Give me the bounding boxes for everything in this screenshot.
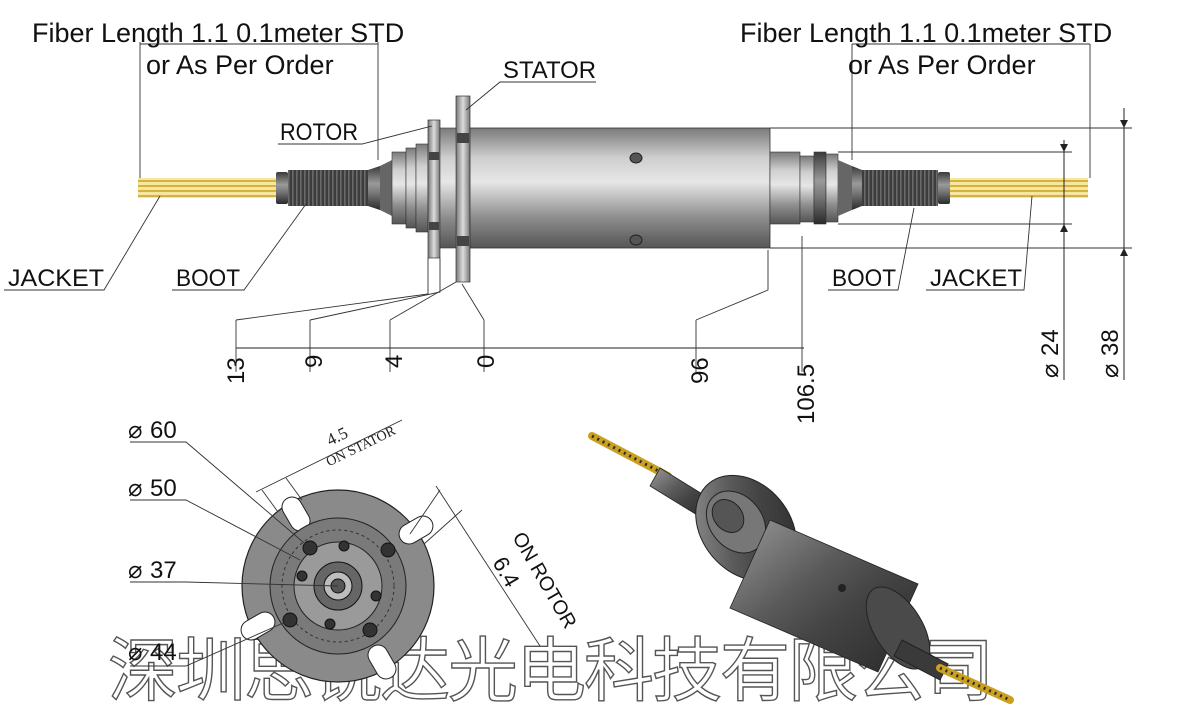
stator-label: STATOR bbox=[503, 57, 596, 84]
rotor-label: ROTOR bbox=[280, 119, 358, 146]
rotor-nut-left bbox=[391, 143, 429, 233]
dim-diameter-60: 60 bbox=[150, 417, 177, 444]
boot-left bbox=[276, 160, 392, 216]
end-view: ⌀ 60 ⌀ 50 ⌀ 37 ⌀ 44 4.5 ON STATOR 6.4 ON… bbox=[128, 417, 580, 683]
fiber-length-note-left-line1: Fiber Length 1.1 0.1meter STD bbox=[32, 18, 404, 48]
diameter-symbol-60: ⌀ bbox=[128, 417, 142, 444]
rotor-flange bbox=[427, 119, 441, 259]
rotor-nut-right bbox=[769, 151, 839, 225]
dim-diameter-38: 38 bbox=[1097, 329, 1124, 356]
dim-axial-0: 0 bbox=[473, 355, 500, 368]
diameter-symbol-38: ⌀ bbox=[1097, 364, 1124, 378]
boot-right bbox=[838, 160, 950, 216]
diameter-symbol-44: ⌀ bbox=[128, 639, 142, 666]
dim-diameter-44: 44 bbox=[150, 639, 177, 666]
jacket-label-right: JACKET bbox=[930, 265, 1022, 292]
dim-axial-4: 4 bbox=[381, 355, 408, 368]
diameter-symbol-24: ⌀ bbox=[1037, 364, 1064, 378]
jacket-label-left: JACKET bbox=[8, 265, 104, 292]
diameter-symbol-50: ⌀ bbox=[128, 475, 142, 502]
side-view: Fiber Length 1.1 0.1meter STD or As Per … bbox=[4, 18, 1132, 424]
dim-axial-9: 9 bbox=[301, 355, 328, 368]
fiber-length-note-right-line1: Fiber Length 1.1 0.1meter STD bbox=[740, 18, 1112, 48]
boot-label-left: BOOT bbox=[176, 265, 240, 292]
dim-axial-96: 96 bbox=[687, 357, 714, 384]
fiber-length-note-left-line2: or As Per Order bbox=[146, 50, 334, 80]
dim-diameter-24: 24 bbox=[1037, 329, 1064, 356]
fiber-length-note-right-line2: or As Per Order bbox=[848, 50, 1036, 80]
fiber-left bbox=[138, 178, 278, 198]
boot-label-right: BOOT bbox=[832, 265, 896, 292]
fiber-right bbox=[950, 178, 1088, 198]
diameter-symbol-37: ⌀ bbox=[128, 557, 142, 584]
dim-axial-13: 13 bbox=[223, 357, 250, 384]
dim-diameter-37: 37 bbox=[150, 557, 177, 584]
dim-diameter-50: 50 bbox=[150, 475, 177, 502]
stator-housing bbox=[469, 127, 771, 249]
dim-axial-106-5: 106.5 bbox=[793, 364, 820, 424]
isometric-view bbox=[588, 432, 1014, 704]
stator-flange bbox=[455, 95, 471, 283]
